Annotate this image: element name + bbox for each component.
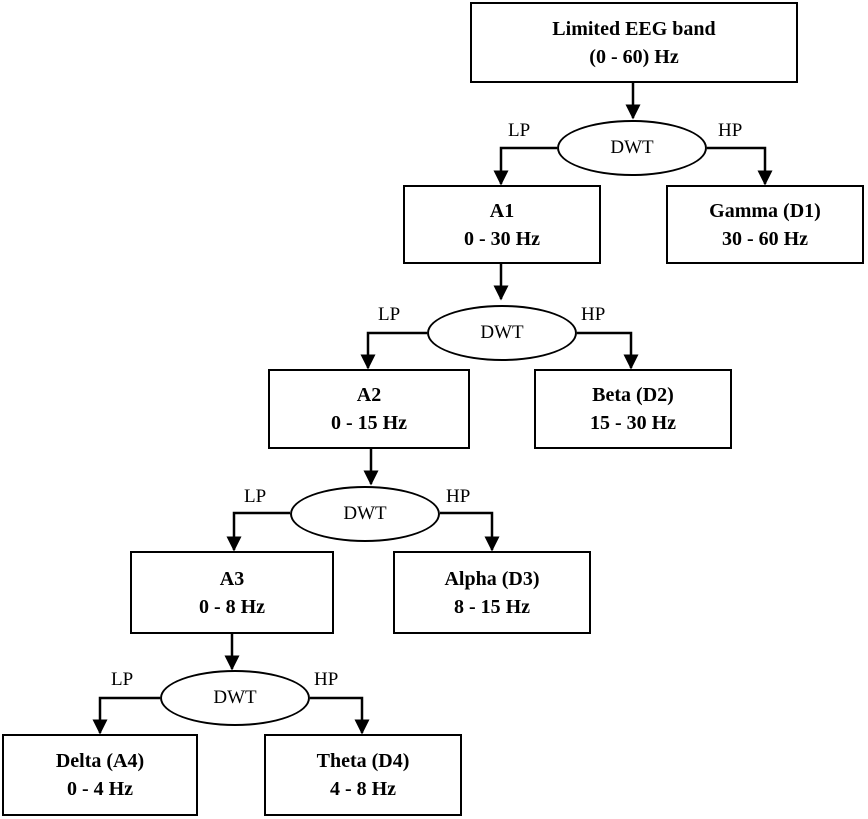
arrow-dwt2-lp (360, 331, 427, 370)
node-theta-range: 4 - 8 Hz (329, 778, 397, 800)
lp-label-1: LP (508, 120, 531, 141)
arrow-dwt1-hp (707, 146, 773, 186)
dwt-ellipse-2: DWT (427, 305, 577, 361)
node-a1-range: 0 - 30 Hz (463, 227, 541, 250)
node-delta: Delta (A4) 0 - 4 Hz (2, 734, 198, 816)
node-gamma: Gamma (D1) 30 - 60 Hz (666, 185, 864, 264)
dwt-ellipse-3: DWT (290, 486, 440, 542)
node-a2-range: 0 - 15 Hz (330, 412, 408, 434)
node-alpha-range: 8 - 15 Hz (453, 595, 531, 618)
arrow-dwt1-lp (493, 146, 557, 186)
hp-label-4: HP (314, 669, 339, 690)
node-beta-name: Beta (D2) (592, 384, 674, 406)
lp-label-4: LP (111, 669, 134, 690)
arrow-dwt3-hp (440, 511, 500, 552)
dwt-ellipse-2-label: DWT (480, 322, 524, 343)
arrow-dwt4-lp (92, 696, 160, 735)
arrow-dwt3-lp (226, 511, 290, 552)
hp-label-3: HP (446, 486, 471, 507)
node-root-range: (0 - 60) Hz (589, 45, 679, 68)
dwt-ellipse-3-label: DWT (343, 503, 387, 524)
hp-label-1: HP (718, 120, 743, 141)
dwt-ellipse-1: DWT (557, 120, 707, 176)
node-a3-range: 0 - 8 Hz (198, 595, 266, 618)
hp-label-2: HP (581, 304, 606, 325)
arrow-dwt2-hp (577, 331, 639, 370)
node-beta: Beta (D2) 15 - 30 Hz (534, 369, 732, 449)
node-alpha-name: Alpha (D3) (444, 567, 540, 590)
node-theta-name: Theta (D4) (316, 750, 410, 772)
node-root-name: Limited EEG band (552, 17, 716, 40)
node-a1-name: A1 (489, 199, 515, 222)
node-a1: A1 0 - 30 Hz (403, 185, 601, 264)
dwt-ellipse-1-label: DWT (610, 137, 654, 158)
node-beta-range: 15 - 30 Hz (589, 412, 677, 434)
node-gamma-name: Gamma (D1) (709, 199, 821, 222)
lp-label-3: LP (244, 486, 267, 507)
node-a2-name: A2 (356, 384, 382, 406)
node-gamma-range: 30 - 60 Hz (721, 227, 809, 250)
dwt-ellipse-4: DWT (160, 670, 310, 726)
node-a2: A2 0 - 15 Hz (268, 369, 470, 449)
node-delta-range: 0 - 4 Hz (66, 778, 134, 800)
arrow-dwt4-hp (310, 696, 370, 735)
lp-label-2: LP (378, 304, 401, 325)
node-a3: A3 0 - 8 Hz (130, 551, 334, 634)
node-a3-name: A3 (219, 567, 245, 590)
node-theta: Theta (D4) 4 - 8 Hz (264, 734, 462, 816)
node-delta-name: Delta (A4) (55, 750, 145, 772)
node-alpha: Alpha (D3) 8 - 15 Hz (393, 551, 591, 634)
node-root: Limited EEG band (0 - 60) Hz (470, 2, 798, 83)
dwt-ellipse-4-label: DWT (213, 687, 257, 708)
